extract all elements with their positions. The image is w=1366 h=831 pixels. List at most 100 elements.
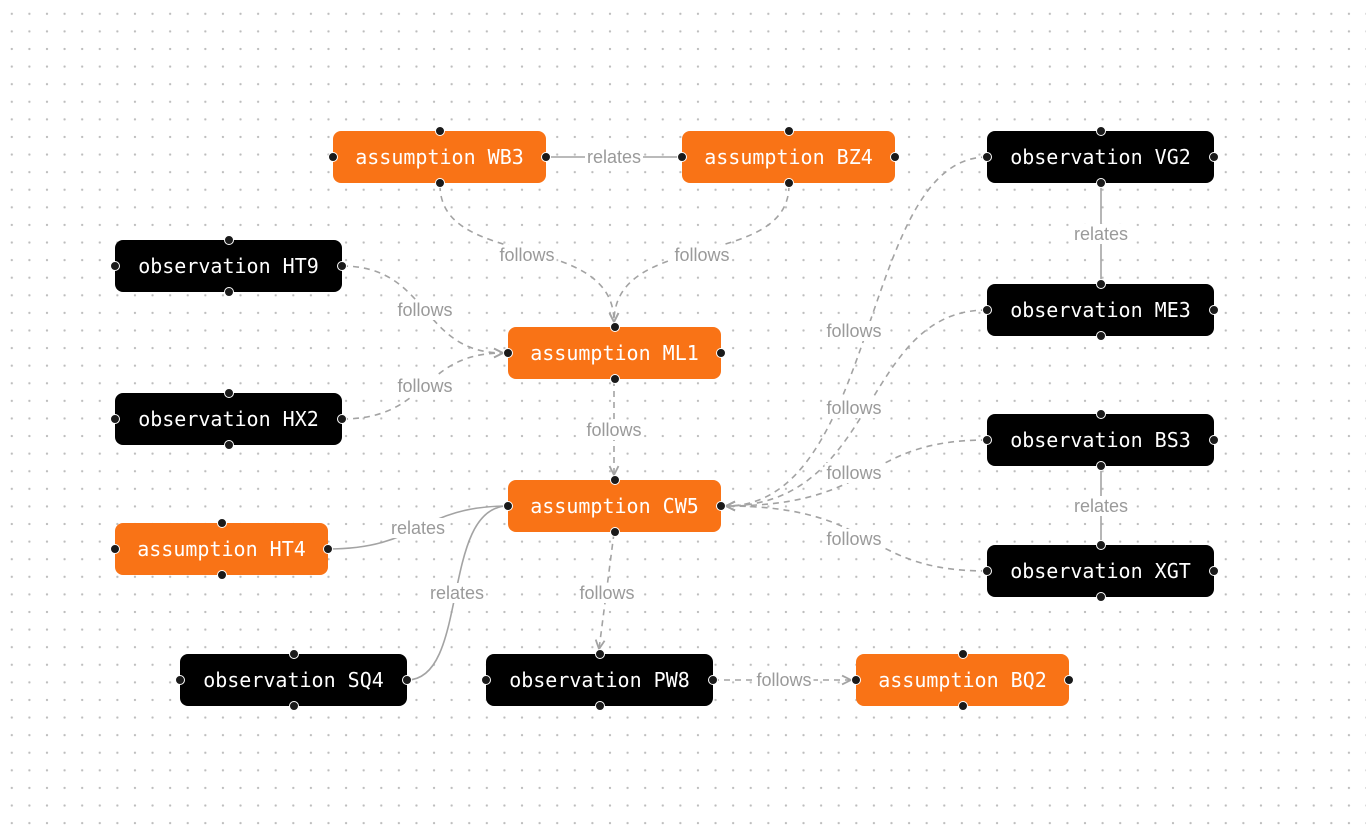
node-label: observation ME3 xyxy=(1010,298,1191,322)
edge-label: relates xyxy=(1074,224,1128,244)
connection-handle[interactable] xyxy=(609,475,620,485)
edge-label: follows xyxy=(499,245,554,265)
connection-handle[interactable] xyxy=(594,701,605,711)
node-assumption-bz4[interactable]: assumption BZ4 xyxy=(677,126,900,188)
connection-handle[interactable] xyxy=(890,152,900,162)
connection-handle[interactable] xyxy=(1095,178,1106,188)
edge-label-background xyxy=(672,245,732,265)
connection-handle[interactable] xyxy=(1095,540,1106,550)
edge-label: relates xyxy=(587,147,641,167)
connection-handle[interactable] xyxy=(337,414,347,424)
connection-handle[interactable] xyxy=(1209,152,1219,162)
connection-handle[interactable] xyxy=(323,544,333,554)
connection-handle[interactable] xyxy=(1095,279,1106,289)
node-assumption-bq2[interactable]: assumption BQ2 xyxy=(851,649,1074,711)
edge-me3-cw5[interactable] xyxy=(726,309,988,506)
connection-handle[interactable] xyxy=(1064,675,1074,685)
edge-label: follows xyxy=(826,529,881,549)
connection-handle[interactable] xyxy=(716,501,726,511)
connection-handle[interactable] xyxy=(223,235,234,245)
connection-handle[interactable] xyxy=(609,322,620,332)
edge-label-background xyxy=(584,420,644,440)
connection-handle[interactable] xyxy=(503,501,513,511)
node-observation-bs3[interactable]: observation BS3 xyxy=(982,409,1219,471)
connection-handle[interactable] xyxy=(957,649,968,659)
connection-handle[interactable] xyxy=(223,440,234,450)
node-label: assumption BQ2 xyxy=(878,668,1047,692)
node-label: observation XGT xyxy=(1010,559,1191,583)
edge-label-background xyxy=(584,147,644,167)
connection-handle[interactable] xyxy=(1095,592,1106,602)
connection-handle[interactable] xyxy=(783,178,794,188)
connection-handle[interactable] xyxy=(216,518,227,528)
edge-wb3-ml1[interactable] xyxy=(439,184,614,322)
edge-label: follows xyxy=(674,245,729,265)
edge-label-background xyxy=(824,398,884,418)
connection-handle[interactable] xyxy=(110,544,120,554)
node-label: assumption BZ4 xyxy=(704,145,873,169)
connection-handle[interactable] xyxy=(851,675,861,685)
connection-handle[interactable] xyxy=(716,348,726,358)
edge-bz4-ml1[interactable] xyxy=(614,184,790,322)
connection-handle[interactable] xyxy=(1095,331,1106,341)
connection-handle[interactable] xyxy=(1095,126,1106,136)
connection-handle[interactable] xyxy=(503,348,513,358)
node-label: observation SQ4 xyxy=(203,668,384,692)
node-observation-pw8[interactable]: observation PW8 xyxy=(481,649,718,711)
connection-handle[interactable] xyxy=(216,570,227,580)
connection-handle[interactable] xyxy=(541,152,551,162)
connection-handle[interactable] xyxy=(1095,409,1106,419)
connection-handle[interactable] xyxy=(175,675,185,685)
node-label: observation HX2 xyxy=(138,407,319,431)
connection-handle[interactable] xyxy=(982,305,992,315)
connection-handle[interactable] xyxy=(328,152,338,162)
connection-handle[interactable] xyxy=(982,435,992,445)
edge-label-background xyxy=(824,529,884,549)
connection-handle[interactable] xyxy=(288,649,299,659)
connection-handle[interactable] xyxy=(609,374,620,384)
node-observation-sq4[interactable]: observation SQ4 xyxy=(175,649,412,711)
node-observation-ht9[interactable]: observation HT9 xyxy=(110,235,347,297)
node-observation-me3[interactable]: observation ME3 xyxy=(982,279,1219,341)
connection-handle[interactable] xyxy=(434,126,445,136)
connection-handle[interactable] xyxy=(1209,305,1219,315)
edge-label: relates xyxy=(1074,496,1128,516)
node-observation-hx2[interactable]: observation HX2 xyxy=(110,388,347,450)
node-observation-vg2[interactable]: observation VG2 xyxy=(982,126,1219,188)
connection-handle[interactable] xyxy=(1209,566,1219,576)
node-assumption-ml1[interactable]: assumption ML1 xyxy=(503,322,726,384)
node-label: assumption CW5 xyxy=(530,494,699,518)
edge-label-background xyxy=(395,376,455,396)
edge-label: follows xyxy=(826,398,881,418)
connection-handle[interactable] xyxy=(481,675,491,685)
connection-handle[interactable] xyxy=(609,527,620,537)
connection-handle[interactable] xyxy=(1209,435,1219,445)
connection-handle[interactable] xyxy=(434,178,445,188)
node-label: observation VG2 xyxy=(1010,145,1191,169)
connection-handle[interactable] xyxy=(110,414,120,424)
connection-handle[interactable] xyxy=(223,287,234,297)
node-assumption-cw5[interactable]: assumption CW5 xyxy=(503,475,726,537)
connection-handle[interactable] xyxy=(594,649,605,659)
edge-label-background xyxy=(1071,496,1131,516)
connection-handle[interactable] xyxy=(110,261,120,271)
node-assumption-wb3[interactable]: assumption WB3 xyxy=(328,126,551,188)
connection-handle[interactable] xyxy=(288,701,299,711)
node-assumption-ht4[interactable]: assumption HT4 xyxy=(110,518,333,580)
connection-handle[interactable] xyxy=(337,261,347,271)
connection-handle[interactable] xyxy=(677,152,687,162)
connection-handle[interactable] xyxy=(982,152,992,162)
node-label: observation BS3 xyxy=(1010,428,1191,452)
connection-handle[interactable] xyxy=(1095,461,1106,471)
edge-label: follows xyxy=(397,376,452,396)
edge-label-background xyxy=(1071,224,1131,244)
node-observation-xgt[interactable]: observation XGT xyxy=(982,540,1219,602)
connection-handle[interactable] xyxy=(223,388,234,398)
connection-handle[interactable] xyxy=(708,675,718,685)
connection-handle[interactable] xyxy=(402,675,412,685)
edge-label-background xyxy=(388,518,448,538)
connection-handle[interactable] xyxy=(957,701,968,711)
connection-handle[interactable] xyxy=(783,126,794,136)
connection-handle[interactable] xyxy=(982,566,992,576)
